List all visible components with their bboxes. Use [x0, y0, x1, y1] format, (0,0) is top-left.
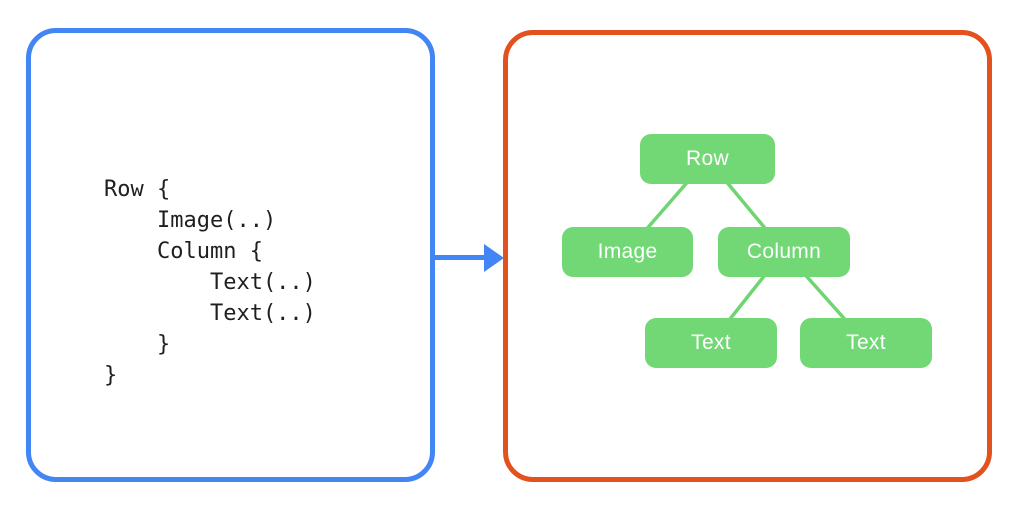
tree-panel: Row Image Column Text Text	[503, 30, 992, 482]
tree-node-image-label: Image	[597, 240, 658, 263]
right-arrow-icon	[484, 244, 504, 272]
code-text: Row { Image(..) Column { Text(..) Text(.…	[104, 177, 316, 388]
tree-node-text-1: Text	[645, 318, 777, 368]
tree-node-text-2-label: Text	[846, 331, 886, 354]
tree-node-column: Column	[718, 227, 850, 277]
tree-node-row-label: Row	[686, 147, 729, 170]
right-arrow-shaft	[433, 255, 486, 260]
code-panel: Row { Image(..) Column { Text(..) Text(.…	[26, 28, 435, 482]
tree-node-text-1-label: Text	[691, 331, 731, 354]
tree-node-column-label: Column	[746, 240, 822, 263]
tree-node-row: Row	[640, 134, 775, 184]
tree-node-image: Image	[562, 227, 693, 277]
tree-node-text-2: Text	[800, 318, 932, 368]
